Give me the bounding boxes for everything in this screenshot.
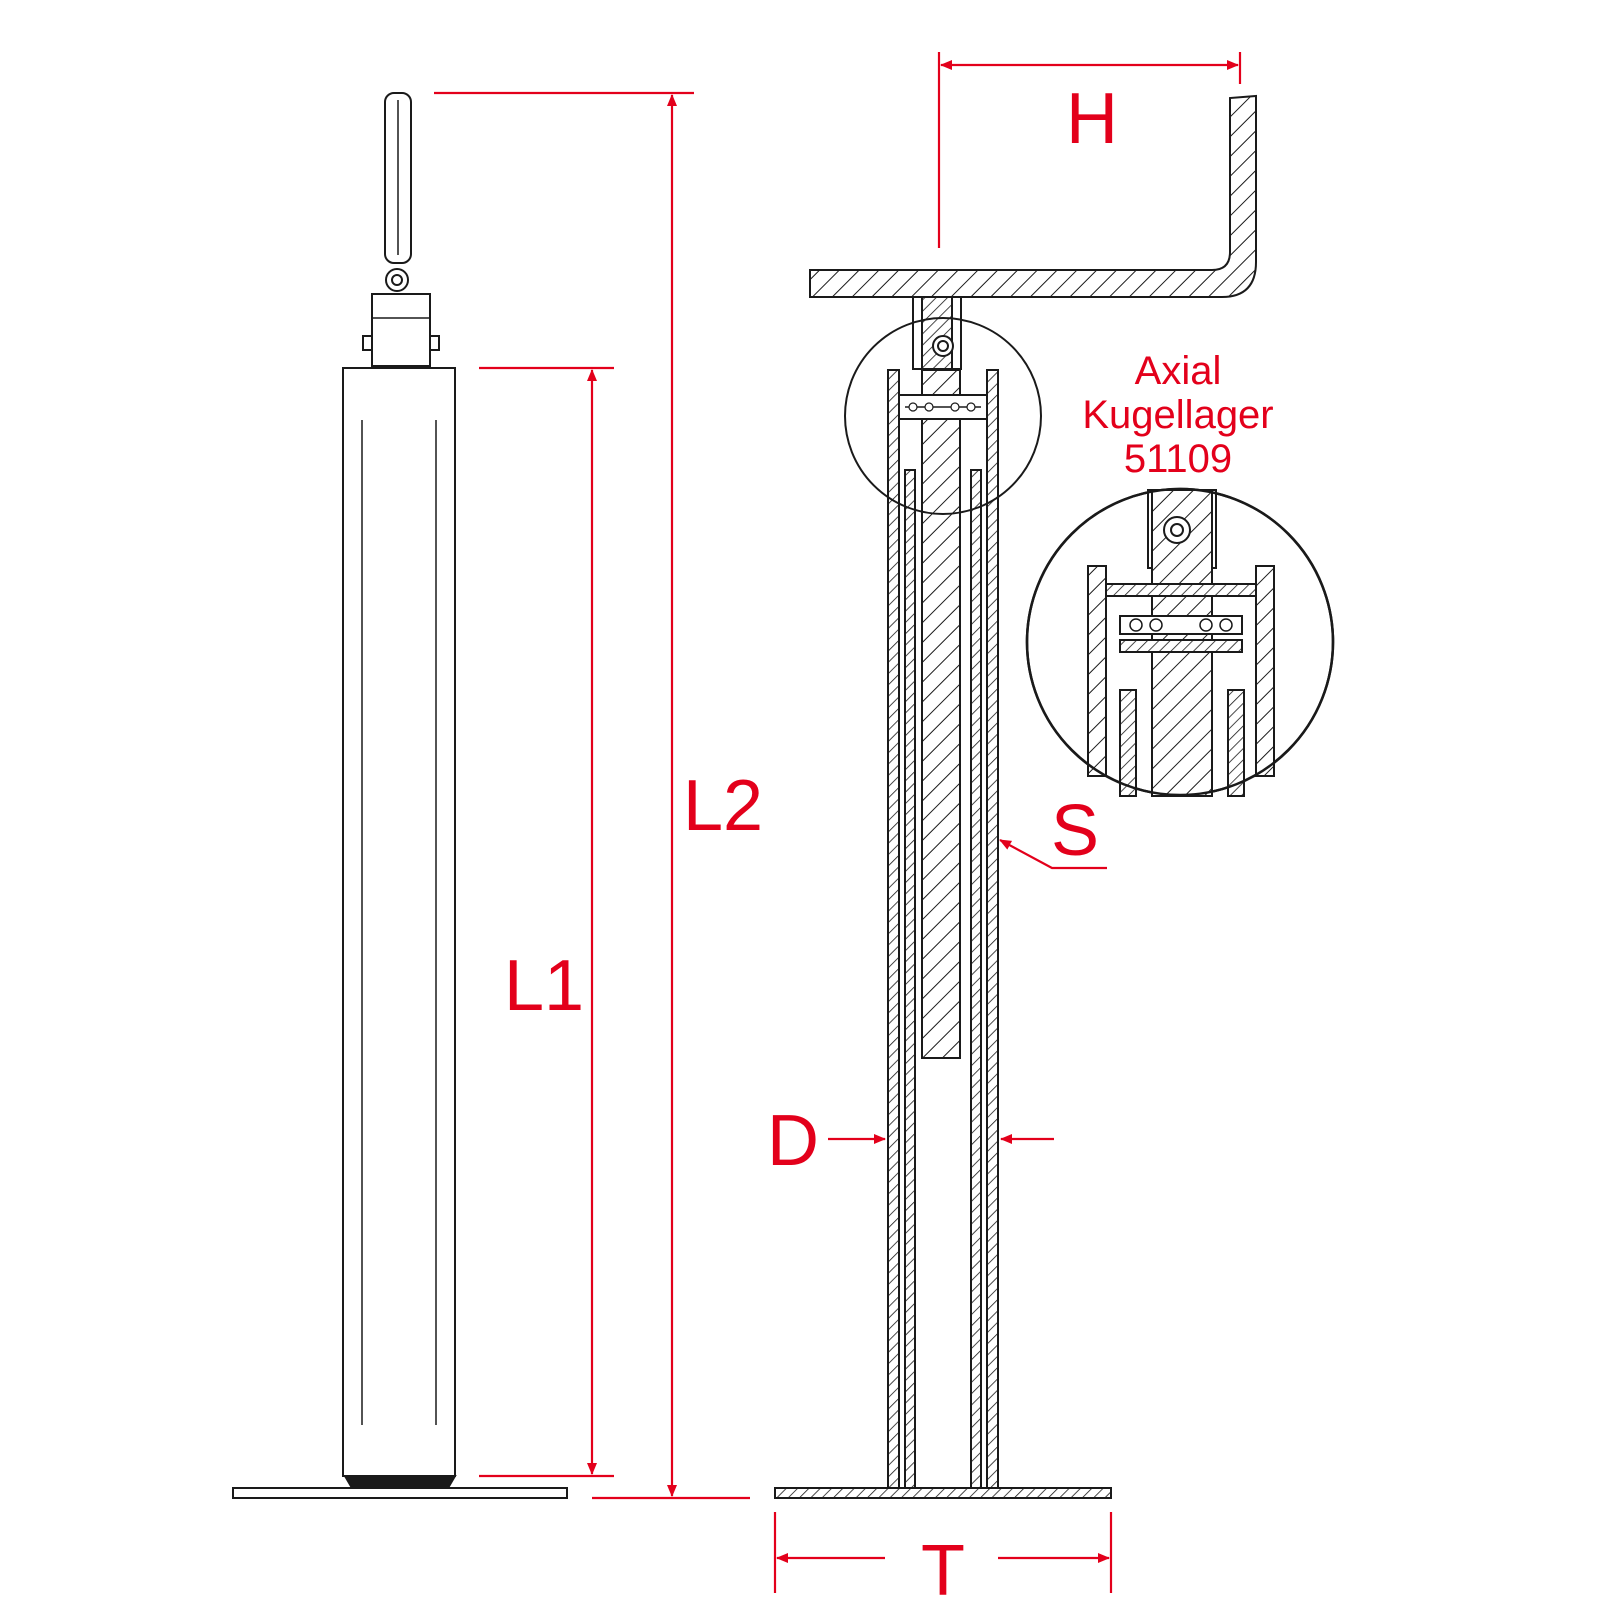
side-view-exterior: [232, 92, 568, 1499]
detail-bearing-race: [1119, 615, 1243, 635]
label-bearing-line3: 51109: [1124, 437, 1232, 481]
outer-tube: [342, 367, 456, 1477]
coupling-pin-right: [429, 335, 440, 351]
detail-outer-wall-left: [1087, 565, 1107, 777]
detail-washer-top: [1105, 583, 1257, 597]
detail-marker-circle: [844, 317, 1042, 515]
labels: H L2 L1 S D T Axial Kugellager 51109: [504, 79, 1274, 1611]
section-view: [774, 94, 1257, 1499]
base-plate: [232, 1487, 568, 1499]
label-d: D: [767, 1101, 819, 1181]
top-plate: [809, 94, 1257, 298]
label-h: H: [1066, 79, 1118, 159]
inner-tube-wall-left: [904, 469, 916, 1489]
detail-inner-wall-left: [1119, 689, 1137, 797]
label-bearing-line1: Axial: [1135, 349, 1222, 393]
coupling-pin-left: [362, 335, 373, 351]
s-leader: [999, 839, 1107, 870]
dimensions: [434, 52, 1242, 1593]
spindle: [921, 369, 961, 1059]
section-base-plate: [774, 1487, 1112, 1499]
label-bearing-line2: Kugellager: [1082, 393, 1273, 437]
outer-tube-wall-right: [986, 369, 999, 1489]
detail-ball: [1129, 618, 1143, 632]
label-s: S: [1051, 791, 1099, 871]
detail-outer-wall-right: [1255, 565, 1275, 777]
crank-pivot-inner: [391, 274, 403, 286]
label-l1: L1: [504, 946, 584, 1026]
section-coupling-core: [921, 296, 953, 370]
foot-weld: [343, 1475, 457, 1489]
label-l2: L2: [683, 766, 763, 846]
detail-inner-wall-right: [1227, 689, 1245, 797]
coupling-block: [371, 293, 431, 367]
outer-tube-wall-left: [887, 369, 900, 1489]
detail-washer-bottom: [1119, 639, 1243, 653]
label-t: T: [921, 1531, 965, 1611]
inner-tube-wall-right: [970, 469, 982, 1489]
bearing-detail: [1025, 487, 1335, 797]
